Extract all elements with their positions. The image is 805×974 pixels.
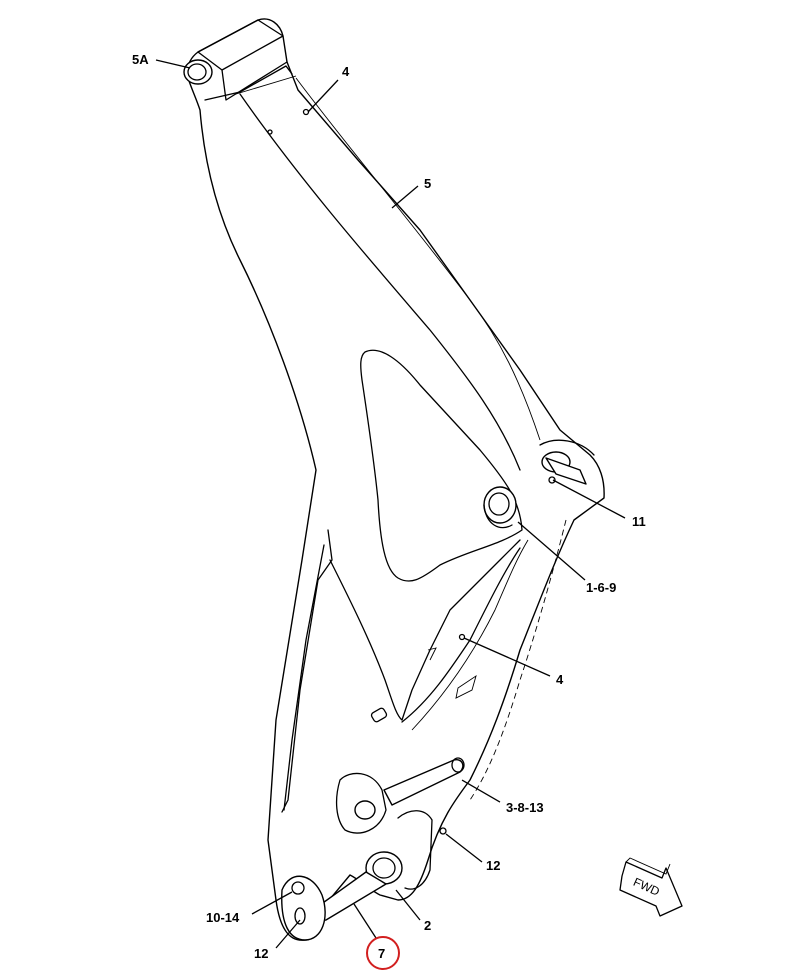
callout-2: 2 [424,918,431,933]
rear-boss-11 [539,439,595,485]
hidden-edge [469,519,567,801]
callout-11: 11 [632,514,646,529]
boom-top-bracket [197,19,297,101]
top-plate-edge [239,93,521,471]
bolt-12 [439,827,447,835]
pivot-pin-1-6-9 [483,486,517,529]
callout-12-left: 12 [254,946,268,961]
lower-bracket [316,810,433,921]
callout-5: 5 [424,176,431,191]
callout-4-mid: 4 [556,672,564,687]
rivet [267,129,273,135]
callout-10-14: 10-14 [206,910,240,925]
callout-12-right: 12 [486,858,500,873]
leader-lines [155,59,626,949]
callout-5a: 5A [132,52,149,67]
rivet [458,633,466,641]
side-plate-cutout [360,349,523,582]
inspection-slot [370,707,388,723]
bottom-boss [281,875,326,941]
boom-body [186,18,605,941]
mid-plate-boundary [329,539,521,721]
fwd-label: FWD [631,875,662,899]
fwd-arrow-icon: FWD [619,857,683,917]
callout-1-6-9: 1-6-9 [586,580,616,595]
callout-4-top: 4 [342,64,350,79]
pin-5a-boss [183,59,213,85]
highlight-circle [366,936,400,970]
left-plate-seam [283,544,325,811]
callout-3-8-13: 3-8-13 [506,800,544,815]
callout-7: 7 [378,946,385,961]
top-plate-edge-2 [295,77,541,441]
pin-3-8-13-boss [335,757,465,834]
